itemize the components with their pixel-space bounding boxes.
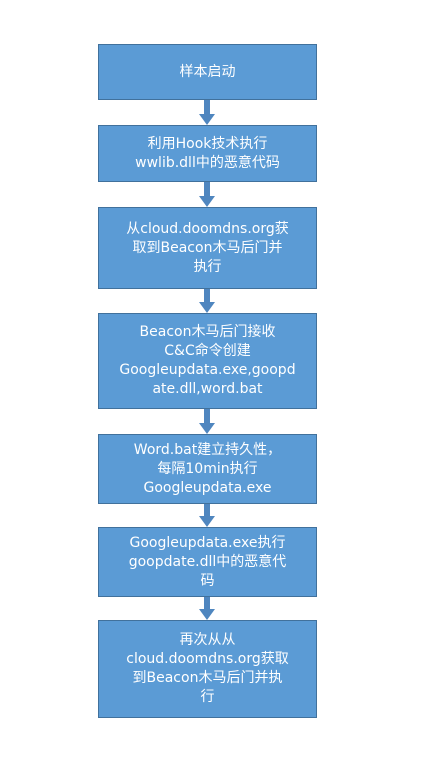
step-2-label: 利用Hook技术执行 wwlib.dll中的恶意代码 — [135, 135, 280, 171]
step-1-box: 样本启动 — [98, 44, 317, 100]
step-2-box: 利用Hook技术执行 wwlib.dll中的恶意代码 — [98, 125, 317, 182]
step-1-label: 样本启动 — [179, 63, 236, 80]
step-3-label: 从cloud.doomdns.org获 取到Beacon木马后门并 执行 — [126, 220, 289, 275]
step-5-label: Word.bat建立持久性， 每隔10min执行 Googleupdata.ex… — [133, 441, 282, 496]
arrow-down-icon — [199, 409, 215, 434]
arrow-down-icon — [199, 504, 215, 527]
arrow-down-icon — [199, 182, 215, 207]
step-6-box: Googleupdata.exe执行 goopdate.dll中的恶意代 码 — [98, 527, 317, 597]
step-3-box: 从cloud.doomdns.org获 取到Beacon木马后门并 执行 — [98, 207, 317, 289]
step-6-label: Googleupdata.exe执行 goopdate.dll中的恶意代 码 — [128, 534, 287, 589]
arrow-down-icon — [199, 100, 215, 125]
step-4-box: Beacon木马后门接收 C&C命令创建 Googleupdata.exe,go… — [98, 313, 317, 409]
arrow-down-icon — [199, 597, 215, 620]
step-4-label: Beacon木马后门接收 C&C命令创建 Googleupdata.exe,go… — [119, 324, 296, 397]
arrow-down-icon — [199, 289, 215, 313]
step-5-box: Word.bat建立持久性， 每隔10min执行 Googleupdata.ex… — [98, 434, 317, 504]
step-7-box: 再次从从 cloud.doomdns.org获取 到Beacon木马后门并执 行 — [98, 620, 317, 718]
step-7-label: 再次从从 cloud.doomdns.org获取 到Beacon木马后门并执 行 — [126, 632, 289, 705]
